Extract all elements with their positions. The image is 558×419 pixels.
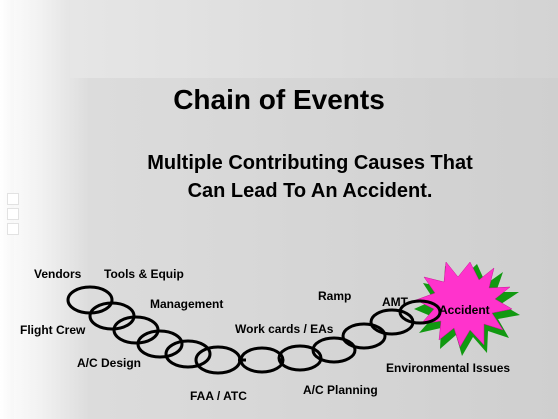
label-flight-crew: Flight Crew	[20, 323, 86, 337]
chain-link	[112, 315, 160, 345]
label-management: Management	[150, 297, 224, 311]
decorative-square	[8, 224, 18, 234]
chain-link	[311, 336, 357, 364]
label-vendors: Vendors	[34, 267, 82, 281]
label-workcards: Work cards / EAs	[235, 322, 334, 336]
slide-title: Chain of Events	[173, 84, 385, 115]
slide-subtitle: Multiple Contributing Causes That Can Le…	[80, 149, 540, 205]
decorative-square	[8, 194, 18, 204]
label-environmental-issues: Environmental Issues	[386, 361, 511, 375]
label-ac-planning: A/C Planning	[303, 383, 378, 397]
chain-link	[164, 339, 212, 369]
label-ac-design: A/C Design	[77, 356, 142, 370]
label-amt: AMT	[382, 295, 408, 309]
title-band	[70, 0, 558, 78]
subtitle-line-2: Can Lead To An Accident.	[187, 180, 433, 202]
label-accident: Accident	[439, 303, 490, 317]
chain-link	[398, 299, 442, 325]
chain-link	[369, 308, 415, 336]
chain-link	[88, 301, 136, 331]
chain-link	[66, 285, 114, 315]
chain-link	[136, 329, 184, 359]
chain-link	[341, 322, 387, 350]
label-tools-equip: Tools & Equip	[104, 267, 184, 281]
chain-link	[194, 345, 242, 375]
decorative-square	[8, 209, 18, 219]
chain-link	[277, 344, 323, 372]
label-ramp: Ramp	[318, 289, 352, 303]
label-faa-atc: FAA / ATC	[190, 389, 247, 403]
chain-link	[279, 357, 285, 362]
subtitle-line-1: Multiple Contributing Causes That	[147, 152, 473, 174]
chain-link	[239, 346, 285, 374]
left-strip	[0, 0, 14, 419]
accident-burst	[415, 261, 513, 348]
